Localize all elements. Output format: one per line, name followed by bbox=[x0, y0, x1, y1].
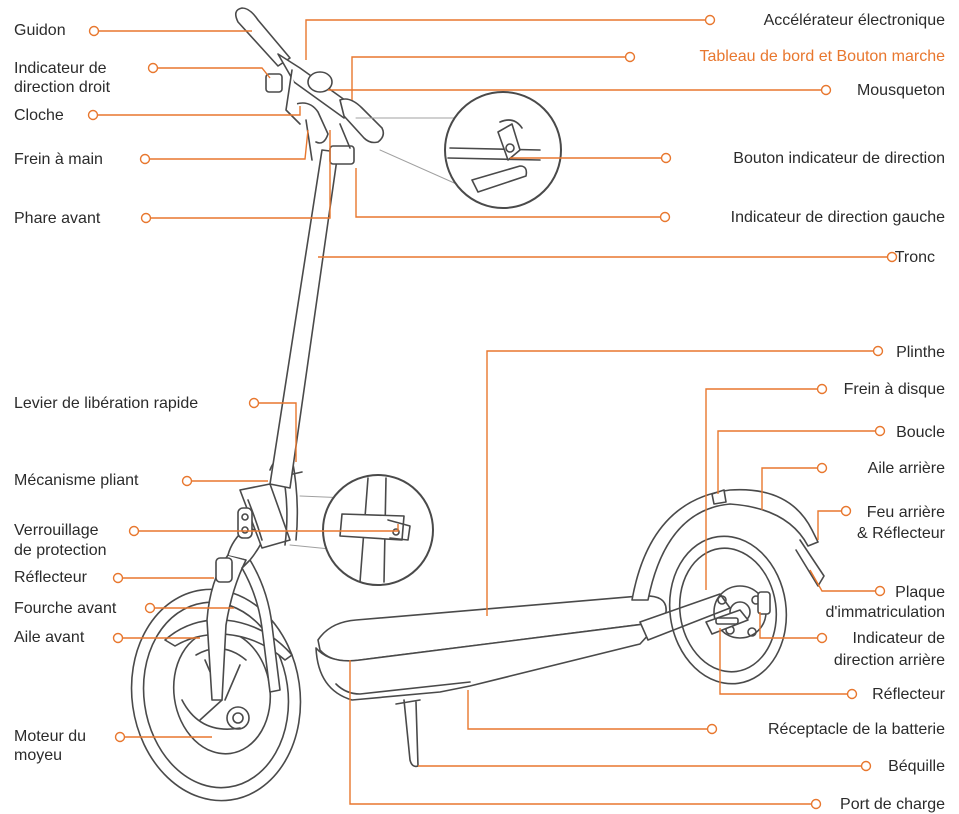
label-batterie: Réceptacle de la batterie bbox=[768, 721, 945, 738]
leader-dot-tableau bbox=[624, 51, 636, 63]
leader-dot-aile-avant bbox=[112, 632, 124, 644]
leader-dot-indic-gauche bbox=[659, 211, 671, 223]
leader-line-verrouillage bbox=[139, 524, 399, 532]
label-accelerateur: Accélérateur électronique bbox=[763, 12, 945, 29]
leader-dot-bouton-ind bbox=[660, 152, 672, 164]
leader-dot-port bbox=[810, 798, 822, 810]
stem bbox=[269, 149, 339, 489]
label-indic-arriere-line1: Indicateur de bbox=[852, 630, 945, 647]
label-indicateur-gauche: Indicateur de direction gauche bbox=[730, 209, 945, 226]
label-reflecteur-avant: Réflecteur bbox=[14, 569, 87, 586]
leader-dot-plinthe bbox=[872, 345, 884, 357]
callout-middle bbox=[289, 474, 434, 586]
label-verrouillage-line1: Verrouillage bbox=[14, 522, 99, 539]
label-fourche: Fourche avant bbox=[14, 600, 117, 617]
label-aile-avant: Aile avant bbox=[14, 629, 85, 646]
label-phare: Phare avant bbox=[14, 210, 101, 227]
label-bequille: Béquille bbox=[888, 758, 945, 775]
label-guidon: Guidon bbox=[14, 22, 66, 39]
leader-dot-moteur bbox=[114, 731, 126, 743]
label-tableau: Tableau de bord et Bouton marche bbox=[699, 48, 946, 65]
label-levier: Levier de libération rapide bbox=[14, 395, 199, 412]
label-tronc: Tronc bbox=[894, 249, 935, 266]
label-feu-line1: Feu arrière bbox=[866, 504, 945, 521]
label-plinthe: Plinthe bbox=[896, 344, 945, 361]
leader-line-cloche bbox=[98, 106, 301, 116]
leader-line-aile-arriere bbox=[761, 467, 817, 510]
leader-line-frein-main bbox=[150, 129, 309, 160]
leader-line-levier bbox=[259, 402, 297, 462]
head-tube bbox=[237, 483, 291, 549]
leader-line-feu bbox=[817, 510, 841, 540]
label-plaque-line1: Plaque bbox=[895, 584, 945, 601]
leader-dot-reflecteur-av bbox=[112, 572, 124, 584]
label-indicateur-droit-line2: direction droit bbox=[14, 79, 111, 96]
rear-fender bbox=[631, 488, 819, 601]
label-indic-arriere-line2: direction arrière bbox=[833, 652, 945, 669]
leader-line-tableau bbox=[351, 56, 625, 100]
leader-dot-fourche bbox=[144, 602, 156, 614]
deck bbox=[315, 595, 667, 701]
leader-dot-plaque bbox=[874, 585, 886, 597]
leader-line-indic-droit bbox=[158, 67, 271, 79]
label-verrouillage-line2: de protection bbox=[14, 542, 107, 559]
leader-dot-frein-disque bbox=[816, 383, 828, 395]
leader-dot-tronc bbox=[886, 251, 898, 263]
kickstand bbox=[403, 699, 419, 768]
leader-line-indic-gauche bbox=[355, 168, 660, 218]
handlebar bbox=[234, 7, 385, 165]
label-frein-main: Frein à main bbox=[14, 151, 103, 168]
label-indicateur-droit-line1: Indicateur de bbox=[14, 60, 107, 77]
leader-dot-phare bbox=[140, 212, 152, 224]
leader-line-batterie bbox=[467, 690, 707, 730]
leader-dot-indic-droit bbox=[147, 62, 159, 74]
leader-line-boucle bbox=[717, 430, 875, 494]
leader-dot-mousqueton bbox=[820, 84, 832, 96]
leader-dot-verrouillage bbox=[128, 525, 140, 537]
label-boucle: Boucle bbox=[896, 424, 945, 441]
label-moteur-line2: moyeu bbox=[14, 747, 63, 764]
leader-dot-indic-arriere bbox=[816, 632, 828, 644]
front-fork bbox=[206, 527, 281, 701]
leader-dot-mecanisme bbox=[181, 475, 193, 487]
label-moteur-line1: Moteur du bbox=[14, 728, 87, 745]
leader-line-plaque bbox=[809, 569, 875, 592]
leader-dot-levier bbox=[248, 397, 260, 409]
label-plaque-line2: d'immatriculation bbox=[825, 604, 945, 621]
leader-dot-feu bbox=[840, 505, 852, 517]
label-frein-disque: Frein à disque bbox=[843, 381, 945, 398]
leader-line-port bbox=[349, 660, 811, 805]
label-feu-line2: & Réflecteur bbox=[856, 525, 945, 542]
label-port: Port de charge bbox=[840, 796, 945, 813]
leader-line-plinthe bbox=[486, 350, 873, 616]
label-aile-arriere: Aile arrière bbox=[867, 460, 945, 477]
leader-line-frein-disque bbox=[705, 388, 817, 590]
leader-line-phare bbox=[151, 130, 331, 219]
leader-dot-batterie bbox=[706, 723, 718, 735]
leader-dot-guidon bbox=[88, 25, 100, 37]
leader-line-indic-arriere bbox=[759, 612, 817, 639]
leader-dot-boucle bbox=[874, 425, 886, 437]
label-mousqueton: Mousqueton bbox=[856, 82, 945, 99]
label-reflecteur-arriere: Réflecteur bbox=[872, 686, 945, 703]
leader-dot-reflecteur-ar bbox=[846, 688, 858, 700]
label-mecanisme: Mécanisme pliant bbox=[14, 472, 139, 489]
leader-dot-frein-main bbox=[139, 153, 151, 165]
label-bouton-indicateur: Bouton indicateur de direction bbox=[733, 150, 945, 167]
leader-dot-bequille bbox=[860, 760, 872, 772]
leader-line-accelerateur bbox=[305, 19, 705, 60]
leader-dot-cloche bbox=[87, 109, 99, 121]
leader-dot-accelerateur bbox=[704, 14, 716, 26]
leader-dot-aile-arriere bbox=[816, 462, 828, 474]
label-cloche: Cloche bbox=[14, 107, 64, 124]
leader-line-reflecteur-ar bbox=[719, 628, 847, 695]
callout-top bbox=[355, 91, 562, 209]
front-reflector-block bbox=[215, 557, 233, 583]
